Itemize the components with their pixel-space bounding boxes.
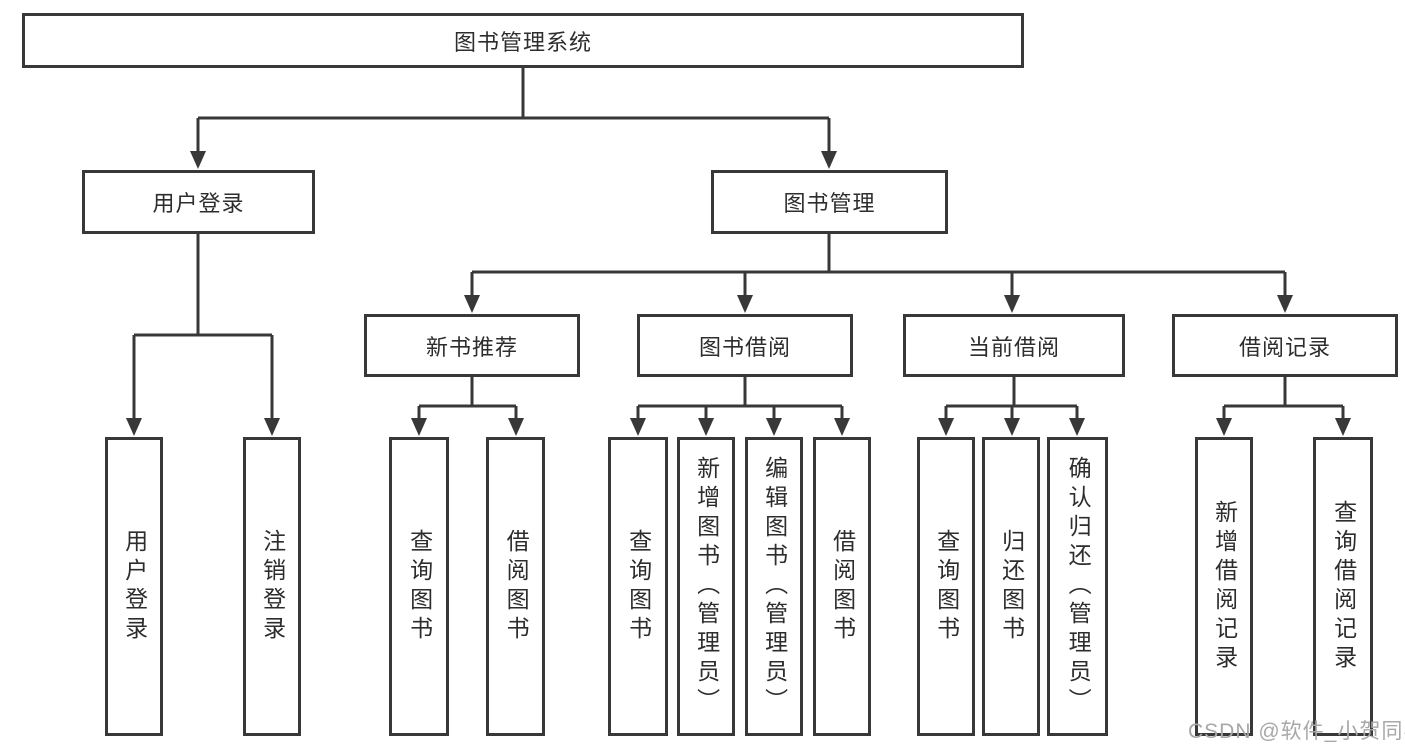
node-label: 新增图书（管理员） [693,456,720,717]
node-label: 查询借阅记录 [1330,499,1357,674]
node-user-login: 用户登录 [82,170,315,234]
node-label: 用户登录 [152,191,245,216]
node-label: 确认归还（管理员） [1065,456,1092,717]
leaf-logout: 注销登录 [243,437,301,736]
leaf-query-books-current: 查询图书 [917,437,975,736]
csdn-watermark: CSDN @软件_小贺同学 [1188,720,1405,743]
node-label: 借阅图书 [829,528,856,645]
leaf-add-borrow-record: 新增借阅记录 [1195,437,1253,736]
node-book-management: 图书管理 [711,170,948,234]
leaf-query-books-recommend: 查询图书 [389,437,449,736]
connector-paths [132,68,1345,421]
leaf-add-books-admin: 新增图书（管理员） [677,437,735,736]
node-label: 用户登录 [121,528,148,645]
node-library-management-system: 图书管理系统 [22,13,1024,68]
node-label: 当前借阅 [967,334,1060,360]
node-label: 借阅记录 [1238,334,1331,360]
node-label: 图书管理 [783,191,876,216]
node-new-book-recommendation: 新书推荐 [364,314,580,377]
arrowheads [126,151,1351,436]
node-label: 归还图书 [998,528,1025,645]
node-label: 新增借阅记录 [1211,499,1238,674]
node-book-borrowing: 图书借阅 [637,314,853,377]
node-borrowing-records: 借阅记录 [1172,314,1398,377]
node-label: 查询图书 [933,528,960,645]
leaf-confirm-return-admin: 确认归还（管理员） [1047,437,1108,736]
leaf-query-borrow-record: 查询借阅记录 [1313,437,1373,736]
node-current-borrowing: 当前借阅 [903,314,1125,377]
node-label: 查询图书 [625,528,652,645]
leaf-borrow-books-borrowing: 借阅图书 [813,437,871,736]
node-label: 图书借阅 [698,334,791,360]
node-label: 编辑图书（管理员） [761,456,788,717]
leaf-borrow-books-recommend: 借阅图书 [486,437,545,736]
leaf-edit-books-admin: 编辑图书（管理员） [745,437,803,736]
node-label: 借阅图书 [503,528,530,645]
leaf-query-books-borrowing: 查询图书 [608,437,668,736]
leaf-user-login: 用户登录 [105,437,163,736]
leaf-return-books: 归还图书 [982,437,1040,736]
node-label: 查询图书 [406,528,433,645]
node-label: 图书管理系统 [453,29,592,55]
node-label: 注销登录 [259,528,286,645]
node-label: 新书推荐 [425,334,518,360]
